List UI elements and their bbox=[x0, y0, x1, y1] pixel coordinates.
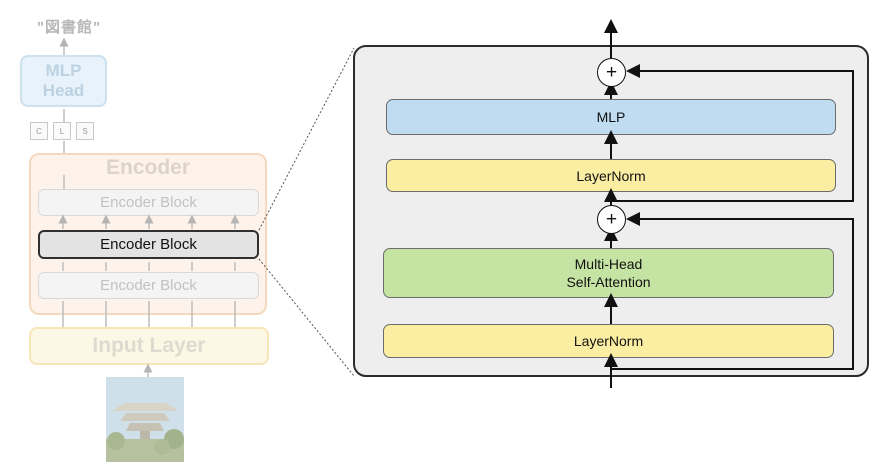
input-layer: Input Layer bbox=[29, 327, 269, 365]
residual-add-bottom: + bbox=[597, 205, 626, 234]
library-photo-icon bbox=[106, 377, 184, 462]
input-image bbox=[106, 377, 184, 462]
encoder-block-bottom: Encoder Block bbox=[38, 272, 259, 299]
vit-overview: "図書館" MLP Head C L S Encoder Encoder Blo… bbox=[0, 0, 300, 468]
cls-token-c: C bbox=[30, 122, 48, 140]
encoder-block-top: Encoder Block bbox=[38, 189, 259, 216]
overview-arrows bbox=[58, 37, 240, 377]
output-label: "図書館" bbox=[36, 19, 102, 36]
cls-token-s: S bbox=[76, 122, 94, 140]
attention-label: Multi-Head Self-Attention bbox=[566, 256, 651, 290]
residual-add-top: + bbox=[597, 58, 626, 87]
cls-token-l: L bbox=[53, 122, 71, 140]
encoder-title: Encoder bbox=[105, 156, 191, 179]
mlp-head: MLP Head bbox=[20, 55, 107, 107]
mlp-head-label: MLP Head bbox=[42, 61, 85, 100]
encoder-block-active: Encoder Block bbox=[38, 230, 259, 259]
